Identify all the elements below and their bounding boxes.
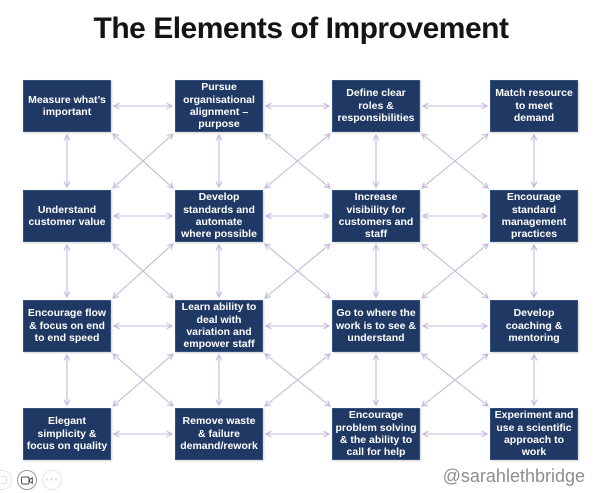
grid-box-r1c1: Measure what’s important <box>23 80 111 132</box>
ellipsis-icon: ●●● <box>45 477 59 483</box>
grid-box-r4c4: Experiment and use a scientific approach… <box>490 408 578 460</box>
grid-box-r2c4: Encourage standard management practices <box>490 190 578 242</box>
pen-button[interactable] <box>0 470 12 490</box>
grid-box-r4c3: Encourage problem solving & the ability … <box>332 408 420 460</box>
grid-box-r1c4: Match resource to meet demand <box>490 80 578 132</box>
grid-box-r3c4: Develop coaching & mentoring <box>490 300 578 352</box>
grid-box-r4c2: Remove waste & failure demand/rework <box>175 408 263 460</box>
camera-icon <box>21 476 33 484</box>
pen-icon <box>0 476 7 484</box>
grid-box-r1c2: Pursue organisational alignment – purpos… <box>175 80 263 132</box>
grid-box-r3c2: Learn ability to deal with variation and… <box>175 300 263 352</box>
camera-button[interactable] <box>17 470 37 490</box>
slideshow-controls: ●●● <box>0 470 62 490</box>
grid-box-r2c2: Develop standards and automate where pos… <box>175 190 263 242</box>
attribution-handle: @sarahlethbridge <box>442 466 585 486</box>
grid-box-r2c1: Understand customer value <box>23 190 111 242</box>
grid-box-r3c3: Go to where the work is to see & underst… <box>332 300 420 352</box>
grid-box-r1c3: Define clear roles & responsibilities <box>332 80 420 132</box>
grid-box-r2c3: Increase visibility for customers and st… <box>332 190 420 242</box>
grid-box-r3c1: Encourage flow & focus on end to end spe… <box>23 300 111 352</box>
page-title: The Elements of Improvement <box>93 12 509 45</box>
grid-box-r4c1: Elegant simplicity & focus on quality <box>23 408 111 460</box>
more-options-button[interactable]: ●●● <box>42 470 62 490</box>
